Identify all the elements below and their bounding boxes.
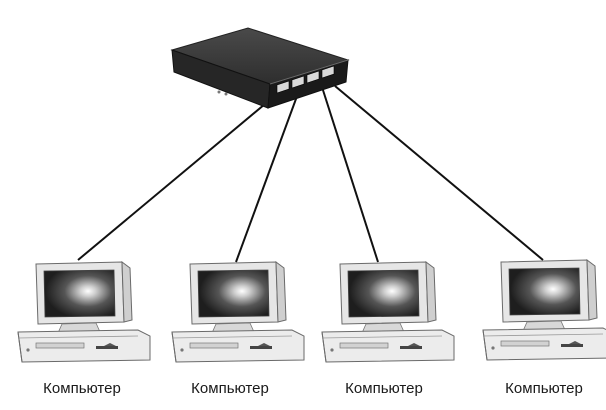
desktop-computer-icon [482, 259, 606, 361]
switch-ports [276, 65, 335, 94]
cable [235, 87, 301, 263]
computers [17, 259, 606, 363]
computer-label-2: Компьютер [191, 380, 269, 397]
cable [321, 86, 379, 263]
desktop-computer-icon [171, 261, 305, 363]
desktop-computer-icon [321, 261, 455, 363]
cables [77, 85, 544, 263]
computer-label-4: Компьютер [505, 380, 583, 397]
computer-label-1: Компьютер [43, 380, 121, 397]
network-switch-icon [170, 27, 350, 109]
cable [334, 85, 544, 261]
desktop-computer-icon [17, 261, 151, 363]
cable [77, 88, 284, 261]
computer-label-3: Компьютер [345, 380, 423, 397]
